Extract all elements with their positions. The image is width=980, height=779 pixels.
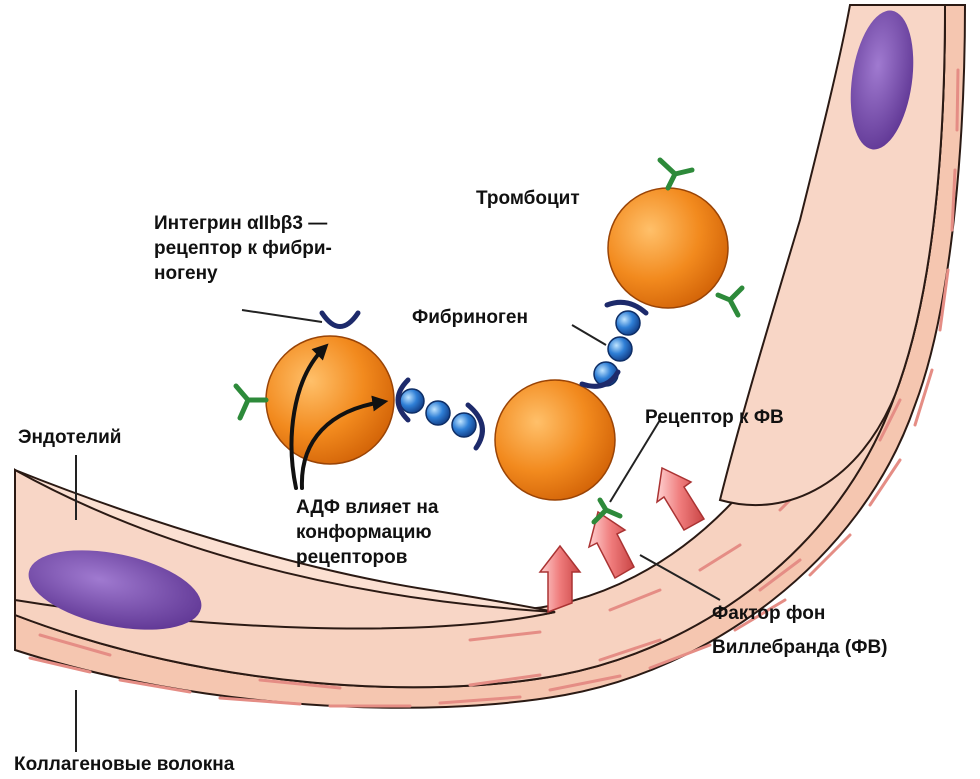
- label-platelet: Тромбоцит: [476, 186, 580, 211]
- platelet-left: [266, 336, 394, 464]
- label-collagen: Коллагеновые волокна: [14, 752, 234, 777]
- vwf-receptor-top-platelet-2: [718, 288, 742, 315]
- label-vwf-factor-line-2: Виллебранда (ФВ): [712, 631, 888, 665]
- platelet-center: [495, 380, 615, 500]
- label-integrin-line-3: ногену: [154, 261, 332, 286]
- fibrinogen-horizontal: [400, 389, 476, 437]
- label-vwf-receptor: Рецептор к ФВ: [645, 405, 784, 430]
- vwf-receptor-top-platelet-1: [660, 160, 692, 188]
- label-integrin-line-2: рецептор к фибри-: [154, 236, 332, 261]
- leader-vwf-receptor: [610, 420, 660, 502]
- label-endothelium: Эндотелий: [18, 425, 122, 450]
- integrin-receptor-top-left: [322, 313, 358, 327]
- label-vwf-factor: Фактор фон Виллебранда (ФВ): [712, 597, 888, 665]
- label-fibrinogen: Фибриноген: [412, 305, 528, 330]
- leader-integrin: [242, 310, 322, 322]
- vwf-factor-3: [657, 468, 704, 530]
- label-adp: АДФ влияет на конформацию рецепторов: [296, 495, 438, 570]
- label-adp-line-3: рецепторов: [296, 545, 438, 570]
- vwf-receptor-left-platelet: [236, 386, 266, 418]
- leader-fibrinogen: [572, 325, 606, 345]
- platelet-top: [608, 188, 728, 308]
- label-integrin: Интегрин αIIbβ3 — рецептор к фибри- ноге…: [154, 211, 332, 286]
- label-adp-line-2: конформацию: [296, 520, 438, 545]
- label-adp-line-1: АДФ влияет на: [296, 495, 438, 520]
- label-integrin-line-1: Интегрин αIIbβ3 —: [154, 211, 332, 236]
- label-vwf-factor-line-1: Фактор фон: [712, 597, 888, 631]
